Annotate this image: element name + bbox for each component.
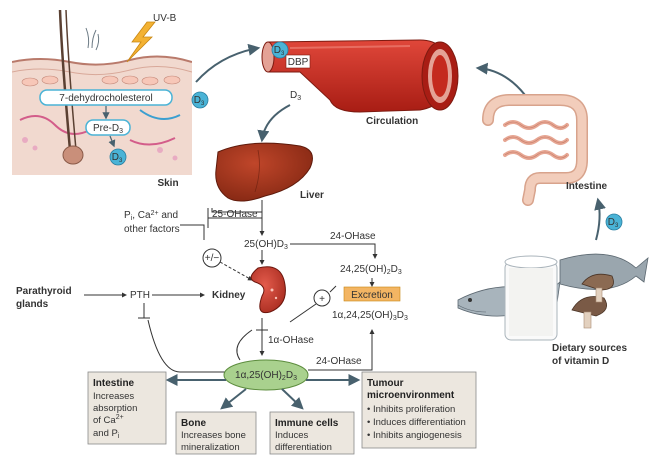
precursor-pill xyxy=(39,89,173,106)
dbp-label: DBP xyxy=(288,57,309,68)
intestine-target-title: Intestine xyxy=(93,378,135,389)
factors-line1: Pi, Ca2+ and xyxy=(124,210,178,222)
calcidiol-to-2425-arrow xyxy=(290,243,378,259)
dbp-box xyxy=(285,54,311,69)
tumour-target-title1: Tumour xyxy=(367,378,404,389)
bone-target-line2: mineralization xyxy=(181,442,240,453)
immune-target-line2: differentiation xyxy=(275,442,332,453)
skin-d3-badge-label: D3 xyxy=(112,152,123,164)
circulation-to-liver-arrow xyxy=(257,104,291,143)
kidney-caption: Kidney xyxy=(212,290,246,301)
circ-d3-badge xyxy=(271,41,289,59)
factors-line2: other factors xyxy=(124,224,180,235)
plus-label: + xyxy=(319,294,325,305)
intestine-target-line3: of Ca2+ xyxy=(93,414,124,426)
trihydroxy-label: 1α,24,25(OH)3D3 xyxy=(332,310,408,322)
immune-target-line1: Induces xyxy=(275,430,309,441)
bone-target-box: Bone Increases bone mineralization xyxy=(175,411,257,455)
intestine-target-line2: absorption xyxy=(93,403,137,414)
d3-badge-skin-circ-label: D3 xyxy=(194,95,205,107)
arrow-to-immune-box xyxy=(281,388,304,410)
diet-to-intestine-arrow xyxy=(594,197,606,241)
tumour-target-title2: microenvironment xyxy=(367,390,455,401)
intestine-to-circulation-arrow xyxy=(475,62,526,96)
intestine-organ-icon xyxy=(482,94,588,206)
uvb-label: UV-B xyxy=(153,13,177,24)
uvb-lightning-icon xyxy=(126,21,156,63)
plus-circle xyxy=(313,289,331,307)
modulator-circle xyxy=(202,248,222,268)
intestine-target-line4: and Pi xyxy=(93,428,120,440)
blood-vessel xyxy=(261,39,459,113)
parathyroid-line1: Parathyroid xyxy=(16,286,72,297)
d3-badge-skin-circ xyxy=(191,91,209,109)
immune-target-title: Immune cells xyxy=(275,418,339,429)
excretion-box xyxy=(343,286,401,302)
intestine-d3-badge xyxy=(605,213,623,231)
kidney-organ xyxy=(250,266,286,314)
intestine-target-line1: Increases xyxy=(93,391,134,402)
liver-enzyme-label: 25-OHase xyxy=(212,209,258,220)
liver-caption: Liver xyxy=(300,190,324,201)
circ-d3-badge-label: D3 xyxy=(274,45,285,57)
intestine-d3-badge-label: D3 xyxy=(608,217,619,229)
bone-target-title: Bone xyxy=(181,418,206,429)
tumour-target-box: Tumour microenvironment • Inhibits proli… xyxy=(361,371,477,449)
modulator-label: +/− xyxy=(205,253,220,264)
precursor-label: 7-dehydrocholesterol xyxy=(59,93,152,104)
skin-caption: Skin xyxy=(157,178,178,189)
enzyme-24-label: 24-OHase xyxy=(330,231,376,242)
intestine-organ-caption: Intestine xyxy=(566,181,608,192)
excretion-label: Excretion xyxy=(351,290,393,301)
bone-target-line1: Increases bone xyxy=(181,430,246,441)
circ-d3-out: D3 xyxy=(290,90,301,102)
tumour-bullet-3: • Inhibits angiogenesis xyxy=(367,430,462,441)
diet-caption-line1: Dietary sources xyxy=(552,343,627,354)
diet-caption-line2: of vitamin D xyxy=(552,356,609,367)
kidney-enzyme-24: 24-OHase xyxy=(316,356,362,367)
calcidiol-label: 25(OH)D3 xyxy=(244,239,288,251)
arrow-to-bone-box xyxy=(220,388,247,410)
pre-d3-label: Pre-D3 xyxy=(93,123,123,135)
parathyroid-line2: glands xyxy=(16,299,49,310)
calcitriol-ellipse xyxy=(223,359,309,391)
skin-to-circulation-arrow xyxy=(195,43,261,83)
pre-d3-pill xyxy=(85,119,131,136)
kidney-enzyme-1a: 1α-OHase xyxy=(268,335,314,346)
skin-d3-badge xyxy=(109,148,127,166)
intestine-target-box: Intestine Increases absorption of Ca2+ a… xyxy=(87,371,167,445)
liver-organ xyxy=(215,142,313,202)
calcitriol-label: 1α,25(OH)2D3 xyxy=(235,370,297,382)
dihydroxy-label: 24,25(OH)2D3 xyxy=(340,264,402,276)
pth-label: PTH xyxy=(130,290,150,301)
tumour-bullet-1: • Inhibits proliferation xyxy=(367,404,455,415)
circulation-caption: Circulation xyxy=(366,116,418,127)
immune-target-box: Immune cells Induces differentiation xyxy=(269,411,355,455)
dietary-sources-illustration xyxy=(457,253,649,341)
tumour-bullet-2: • Induces differentiation xyxy=(367,417,466,428)
modulator-dashed-arrow xyxy=(219,261,253,281)
